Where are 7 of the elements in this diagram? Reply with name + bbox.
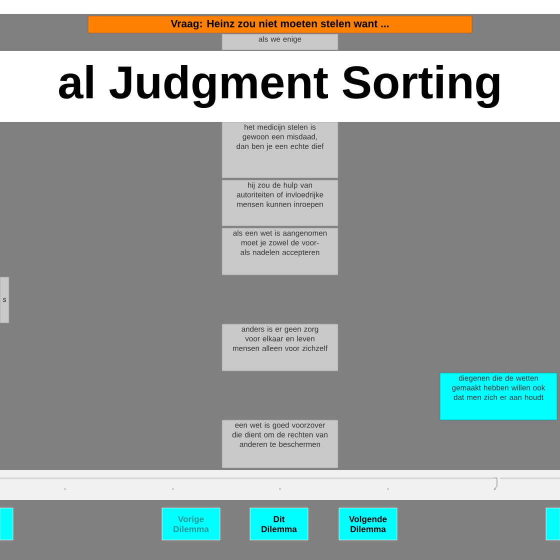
navigation-button (0, 508, 14, 540)
navigation-button: Vorige Dilemma (162, 508, 220, 540)
navigation-button: Dit Dilemma (250, 508, 308, 540)
header-bar: Vraag: Heinz zou niet moeten stelen want ... (88, 16, 472, 34)
navigation-button: Volgende Dilemma (338, 508, 398, 540)
title-banner: al Judgment Sorting (0, 51, 560, 122)
navigation-button (546, 508, 560, 540)
